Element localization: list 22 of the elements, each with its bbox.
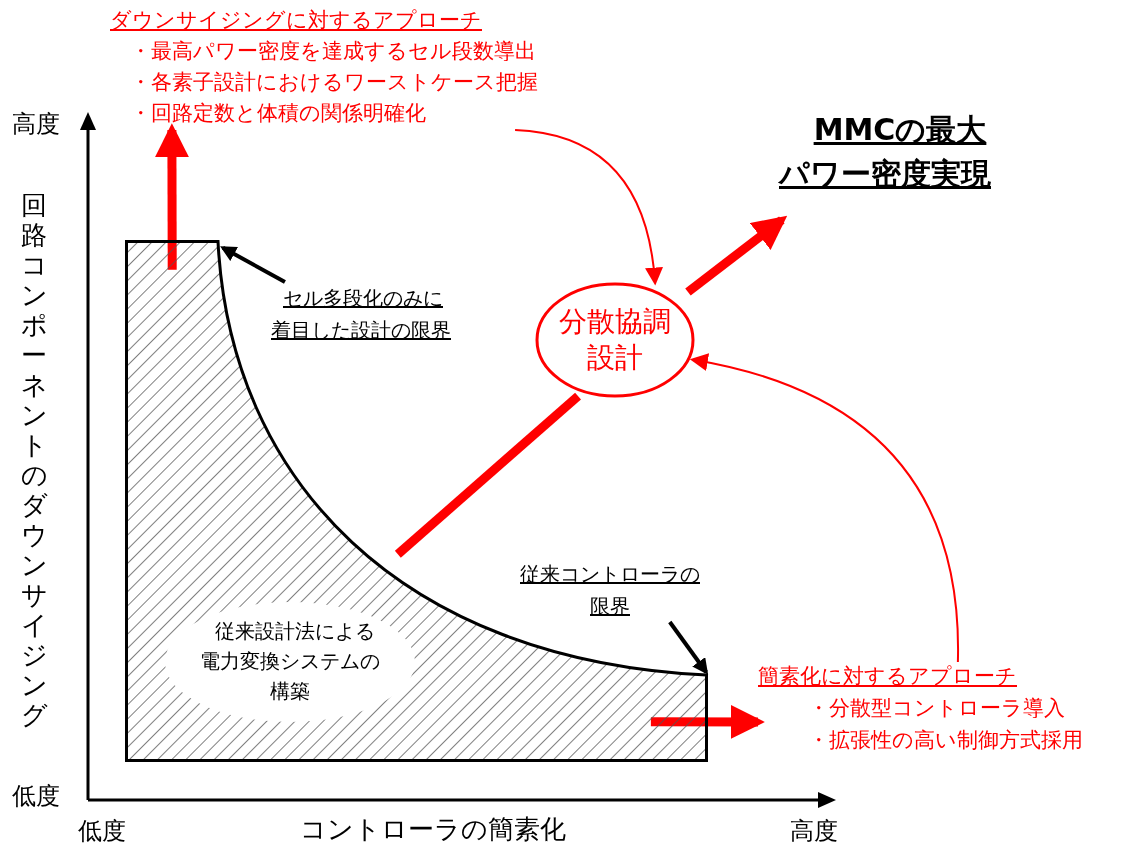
bullet-item: ・拡張性の高い制御方式採用 (808, 727, 1083, 754)
bullet-item: ・回路定数と体積の関係明確化 (130, 100, 426, 127)
axis-tick-label: 低度 (12, 781, 60, 812)
arrow (514, 129, 663, 286)
bullet-item: ・分散型コントローラ導入 (808, 695, 1065, 722)
approach-heading: ダウンサイジングに対するアプローチ (110, 7, 482, 34)
connector-line (394, 392, 581, 558)
arrow (220, 246, 286, 284)
axis-tick-label: 高度 (790, 816, 838, 847)
bullet-item: ・最高パワー密度を達成するセル段数導出 (130, 38, 536, 65)
annotation-text: セル多段化のみに着目した設計の限界 (271, 285, 452, 344)
axis-title: コントローラの簡素化 (300, 813, 566, 846)
arrow (668, 620, 709, 675)
axis-tick-label: 低度 (78, 816, 126, 847)
goal-heading: MMCの最大パワー密度実現 (777, 111, 992, 193)
axis-tick-label: 高度 (12, 109, 60, 140)
arrow (685, 215, 788, 296)
arrow (689, 353, 959, 663)
approach-heading: 簡素化に対するアプローチ (758, 663, 1017, 690)
ellipse-label: 分散協調設計 (558, 304, 672, 376)
annotation-text: 従来コントローラの限界 (519, 561, 701, 620)
bullet-item: ・各素子設計におけるワーストケース把握 (130, 69, 538, 96)
